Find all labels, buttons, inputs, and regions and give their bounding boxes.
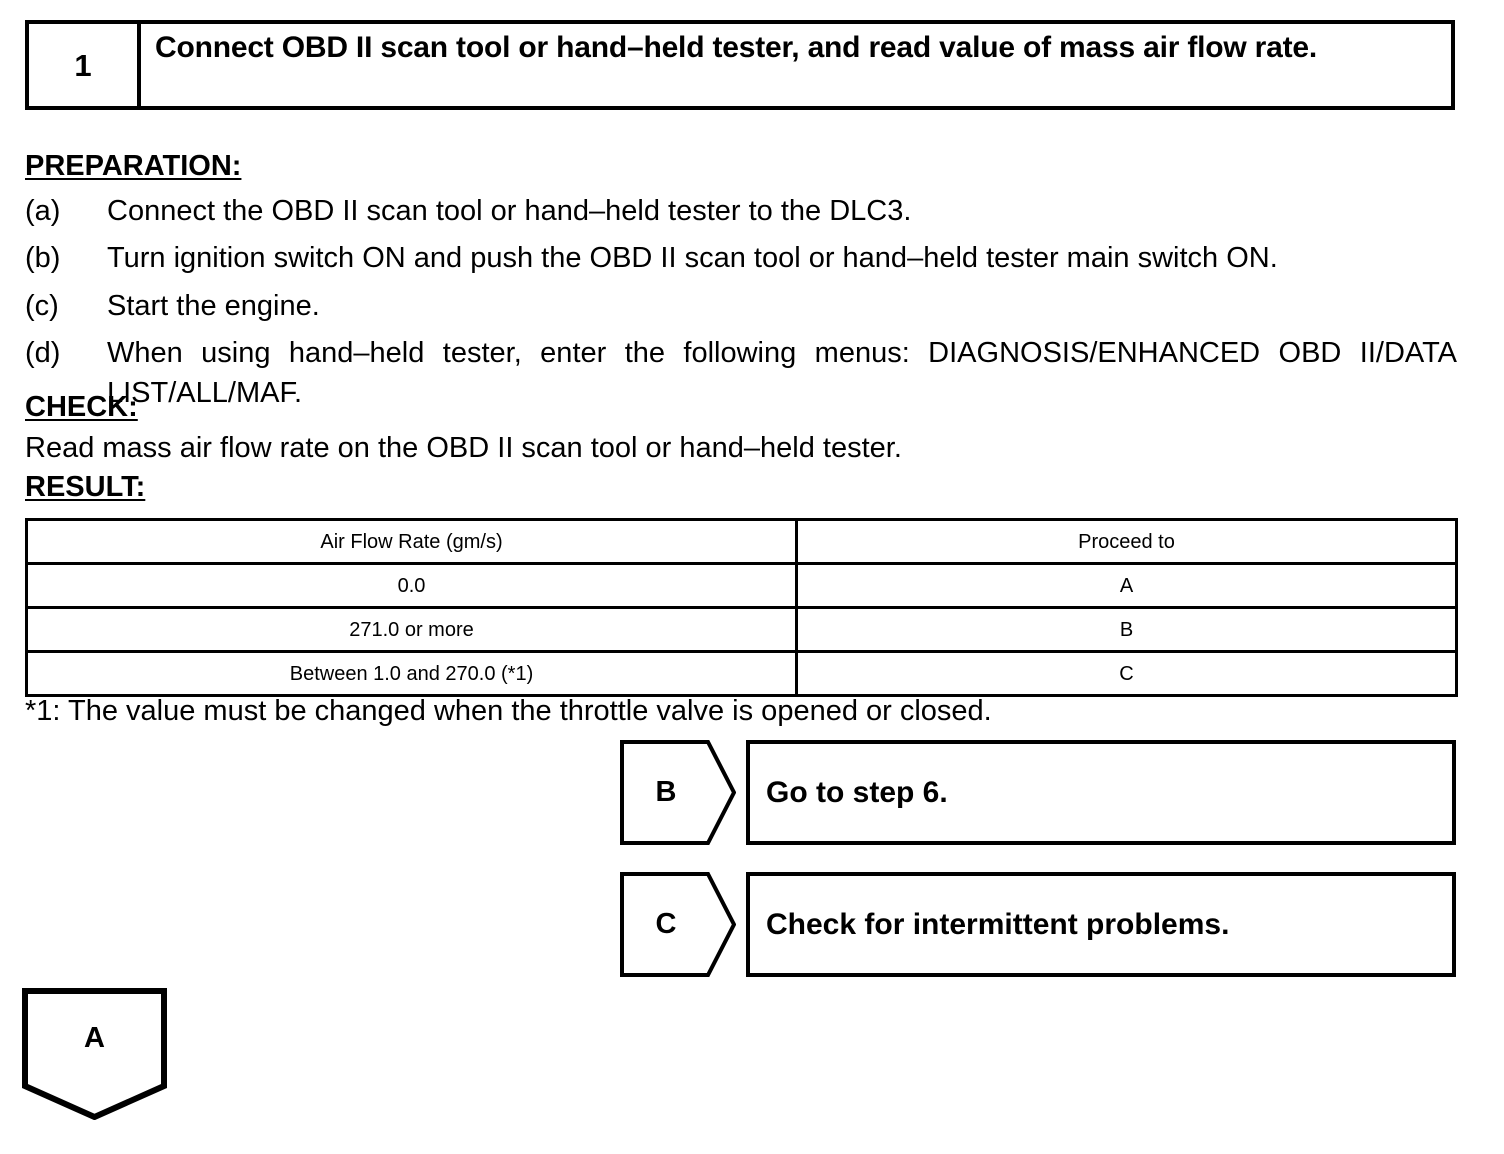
branch-action-label: Check for intermittent problems. <box>766 908 1230 941</box>
step-number-cell: 1 <box>29 24 141 106</box>
branch-action-box-b: Go to step 6. <box>746 740 1456 845</box>
branch-row-b: B Go to step 6. <box>620 740 1456 845</box>
cell-air-flow-rate: 0.0 <box>25 562 798 609</box>
cell-proceed-to: C <box>795 650 1458 697</box>
arrow-right-pentagon-icon <box>620 740 736 845</box>
cell-proceed-to: B <box>795 606 1458 653</box>
table-row: 271.0 or more B <box>25 606 1458 653</box>
check-heading: CHECK: <box>25 391 138 423</box>
check-text: Read mass air flow rate on the OBD II sc… <box>25 432 902 464</box>
preparation-heading: PREPARATION: <box>25 150 242 182</box>
step-header-box: 1 Connect OBD II scan tool or hand–held … <box>25 20 1455 110</box>
list-item-marker: (d) <box>25 337 61 370</box>
arrow-down-pentagon-icon <box>22 988 167 1120</box>
branch-action-label: Go to step 6. <box>766 776 948 809</box>
result-heading: RESULT: <box>25 471 146 503</box>
step-title: Connect OBD II scan tool or hand–held te… <box>155 31 1318 64</box>
column-header-proceed-to: Proceed to <box>795 518 1458 565</box>
list-item-text: Turn ignition switch ON and push the OBD… <box>107 242 1278 275</box>
column-header-air-flow-rate: Air Flow Rate (gm/s) <box>25 518 798 565</box>
table-row: Between 1.0 and 270.0 (*1) C <box>25 650 1458 697</box>
list-item-marker: (c) <box>25 289 59 322</box>
branch-tag-b: B <box>620 740 736 845</box>
result-table: Air Flow Rate (gm/s) Proceed to 0.0 A 27… <box>25 518 1458 697</box>
table-header-row: Air Flow Rate (gm/s) Proceed to <box>25 518 1458 565</box>
branch-row-c: C Check for intermittent problems. <box>620 872 1456 977</box>
cell-air-flow-rate: Between 1.0 and 270.0 (*1) <box>25 650 798 697</box>
list-item-marker: (a) <box>25 195 61 227</box>
list-item-text: When using hand–held tester, enter the f… <box>107 337 1457 409</box>
step-number: 1 <box>74 47 92 83</box>
list-item: (d) When using hand–held tester, enter t… <box>25 334 1457 413</box>
branch-tag-c: C <box>620 872 736 977</box>
step-title-cell: Connect OBD II scan tool or hand–held te… <box>141 24 1451 106</box>
list-item-text: Connect the OBD II scan tool or hand–hel… <box>107 195 912 227</box>
list-item: (a) Connect the OBD II scan tool or hand… <box>25 192 1457 231</box>
list-item: (c) Start the engine. <box>25 287 1457 326</box>
preparation-list: (a) Connect the OBD II scan tool or hand… <box>25 192 1457 421</box>
table-row: 0.0 A <box>25 562 1458 609</box>
result-footnote: *1: The value must be changed when the t… <box>25 695 992 727</box>
branch-action-box-c: Check for intermittent problems. <box>746 872 1456 977</box>
cell-air-flow-rate: 271.0 or more <box>25 606 798 653</box>
list-item-marker: (b) <box>25 242 61 275</box>
arrow-right-pentagon-icon <box>620 872 736 977</box>
connector-a: A <box>22 988 167 1120</box>
list-item: (b) Turn ignition switch ON and push the… <box>25 239 1457 278</box>
list-item-text: Start the engine. <box>107 289 320 322</box>
cell-proceed-to: A <box>795 562 1458 609</box>
